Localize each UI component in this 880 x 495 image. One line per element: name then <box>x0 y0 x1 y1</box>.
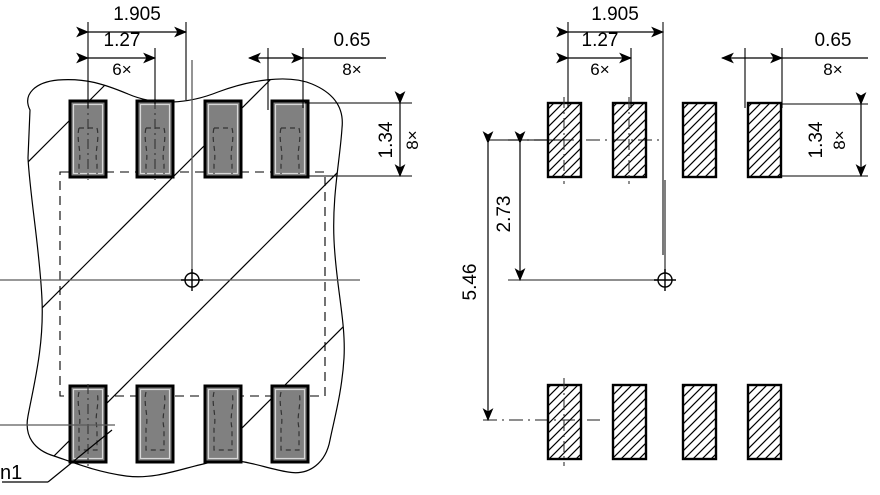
dim-065-left-qty: 8× <box>342 60 361 79</box>
dim-273-right-value: 2.73 <box>494 196 515 233</box>
pad-left-bottom-4 <box>270 384 310 464</box>
dim-127-right-qty: 6× <box>590 60 609 79</box>
dim-1905-right-value: 1.905 <box>591 4 639 25</box>
pad-left-top-4 <box>270 99 310 179</box>
dim-127-left: 1.27 6× <box>76 30 157 79</box>
dim-065-right: 0.65 8× <box>720 30 868 79</box>
right-pad-row-top <box>546 97 783 184</box>
dim-1905-left: 1.905 <box>76 4 188 38</box>
pad-right-top-2 <box>611 97 648 184</box>
pad-right-bottom-3 <box>681 383 718 461</box>
dim-134-left-qty: 8× <box>403 130 422 149</box>
pad-left-bottom-2 <box>135 384 175 464</box>
datum-target-left <box>181 269 203 291</box>
dim-065-right-value: 0.65 <box>815 30 852 51</box>
pad-right-bottom-4 <box>746 383 783 461</box>
dim-134-left: 1.34 8× <box>305 91 422 178</box>
left-view-group: 1.905 1.27 6× 0.65 8× 1.34 8× <box>0 4 422 484</box>
pin1-leader-group: n1 <box>0 429 113 484</box>
right-view-group: 1.905 1.27 6× 0.65 8× 1.34 8× 2 <box>460 4 868 466</box>
dim-065-left: 0.65 8× <box>247 30 386 79</box>
datum-target-right <box>654 269 676 291</box>
dim-546-right-value: 5.46 <box>460 264 481 301</box>
pad-right-bottom-2 <box>611 383 648 461</box>
dim-127-left-qty: 6× <box>112 60 131 79</box>
dim-065-left-value: 0.65 <box>334 30 371 51</box>
pad-right-bottom-1 <box>546 378 583 466</box>
pin1-label: n1 <box>0 462 22 484</box>
dim-134-right: 1.34 8× <box>780 92 868 178</box>
pad-left-top-1 <box>68 99 108 180</box>
dim-065-right-qty: 8× <box>823 60 842 79</box>
dim-134-right-qty: 8× <box>830 130 849 149</box>
hidden-body-rect <box>59 171 326 397</box>
dim-127-right-value: 1.27 <box>582 30 619 51</box>
dim-127-right: 1.27 6× <box>556 30 633 79</box>
dim-1905-right: 1.905 <box>556 4 665 38</box>
pad-left-top-2 <box>135 99 175 180</box>
dim-127-left-value: 1.27 <box>104 30 141 51</box>
right-pad-row-bottom <box>546 378 783 466</box>
pad-right-top-3 <box>681 101 718 179</box>
pad-right-top-4 <box>746 101 783 179</box>
dim-1905-left-value: 1.905 <box>113 4 161 25</box>
pad-left-bottom-3 <box>203 384 243 464</box>
left-pad-row-bottom <box>68 384 310 466</box>
dim-134-right-value: 1.34 <box>806 121 827 158</box>
left-pad-row-top <box>68 99 310 180</box>
dim-273-right: 2.73 <box>494 131 526 282</box>
dim-134-left-value: 1.34 <box>376 121 397 158</box>
pad-left-top-3 <box>203 99 243 179</box>
body-section-hatch <box>27 78 345 477</box>
dim-546-right: 5.46 <box>460 131 560 422</box>
